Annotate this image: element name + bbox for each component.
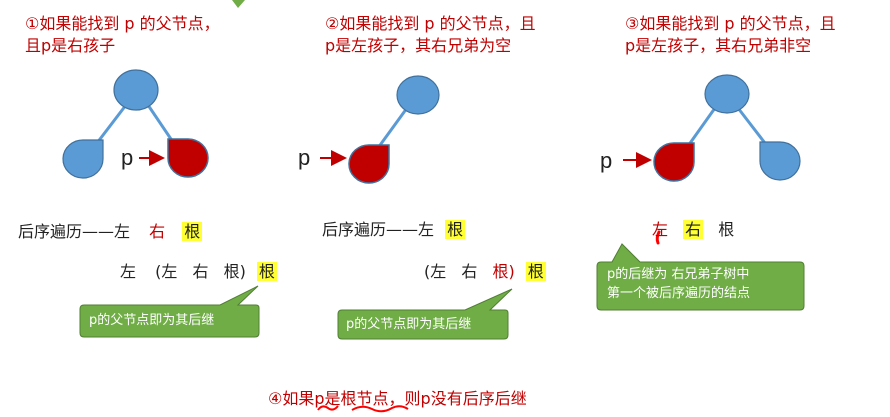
- case1-seq-open: (左: [155, 262, 178, 281]
- case3-order-left: 左: [652, 220, 669, 239]
- case3-order-line: 左 右 根: [652, 220, 734, 240]
- case2-p-node: [348, 144, 390, 184]
- case3-red-mark: [655, 230, 661, 245]
- case3-callout-shape: [596, 243, 805, 311]
- case2-sequence: (左 右 根) 根: [424, 262, 546, 282]
- case3-callout-line2: 第一个被后序遍历的结点: [607, 286, 751, 301]
- case3-order-root: 根: [718, 220, 735, 239]
- case1-sequence: 左 (左 右 根) 根: [120, 262, 277, 282]
- case2-order-label: 后序遍历——左: [322, 220, 435, 239]
- case1-title-line2: 且p是右孩子: [25, 36, 116, 55]
- case3-edge-right: [736, 107, 770, 148]
- case1-seq-root: 根: [256, 262, 277, 281]
- case1-order-label: 后序遍历——左: [18, 222, 131, 241]
- case3-title-line1: ③如果能找到 p 的父节点，且: [625, 14, 836, 33]
- case1-seq-close: 根): [223, 262, 246, 281]
- case4-statement: ④如果p是根节点，则p没有后序后继: [268, 389, 527, 409]
- case1-seq-left: 左: [120, 262, 137, 281]
- case1-root-node: [113, 69, 159, 111]
- case4-red-underline: [317, 405, 339, 411]
- case2-callout-text: p的父节点即为其后继: [346, 317, 472, 332]
- case2-seq-open: (左: [424, 262, 447, 281]
- case1-left-child-node: [62, 139, 104, 179]
- case4-text-pre: ④如果: [268, 389, 315, 408]
- case2-seq-close: 根): [492, 262, 515, 281]
- case1-edge-left: [95, 104, 128, 144]
- case1-title-line1: ①如果能找到 p 的父节点，: [25, 14, 220, 33]
- case4-text-is: 是: [324, 389, 341, 408]
- case4-text-post: ，则p没有后序后继: [388, 389, 527, 408]
- case1-seq-mid: 右: [192, 262, 209, 281]
- case1-p-label: p: [121, 145, 134, 170]
- case1-order-line: 后序遍历——左 右 根: [18, 222, 203, 242]
- case3-p-node: [653, 142, 695, 182]
- case1-callout-text: p的父节点即为其后继: [89, 313, 215, 328]
- case2-seq-root: 根: [525, 262, 546, 281]
- case3-callout-line1: p的后继为 右兄弟子树中: [607, 267, 750, 282]
- case2-edge-left: [376, 107, 409, 149]
- case3-right-sibling-node: [759, 141, 801, 181]
- case3-edge-left: [686, 107, 717, 147]
- case3-p-label: p: [600, 148, 613, 173]
- case1-order-right: 右: [149, 222, 166, 241]
- case1-callout-shape: [79, 285, 260, 338]
- case2-order-root: 根: [445, 220, 466, 239]
- case2-tree: [320, 75, 440, 184]
- case3-root-node: [704, 74, 750, 114]
- case2-root-node: [396, 75, 440, 115]
- case2-callout-shape: [337, 288, 513, 340]
- case2-title-line1: ②如果能找到 p 的父节点，且: [325, 14, 536, 33]
- case2-seq-mid: 右: [461, 262, 478, 281]
- case3-tree: [623, 74, 801, 182]
- case1-tree: [62, 69, 209, 179]
- case2-p-label: p: [298, 145, 311, 170]
- case3-title-line2: p是左孩子，其右兄弟非空: [625, 36, 812, 55]
- case4-red-wave: [351, 405, 409, 413]
- case2-title-line2: p是左孩子，其右兄弟为空: [325, 36, 512, 55]
- case1-p-node: [167, 138, 209, 178]
- case3-order-right: 右: [683, 220, 704, 239]
- case4-text-p: p: [314, 389, 325, 408]
- case2-order-line: 后序遍历——左 根: [322, 220, 466, 240]
- case1-order-root: 根: [182, 222, 203, 241]
- partial-green-arrow: [232, 0, 245, 8]
- case4-text-root: 根节点: [340, 389, 389, 408]
